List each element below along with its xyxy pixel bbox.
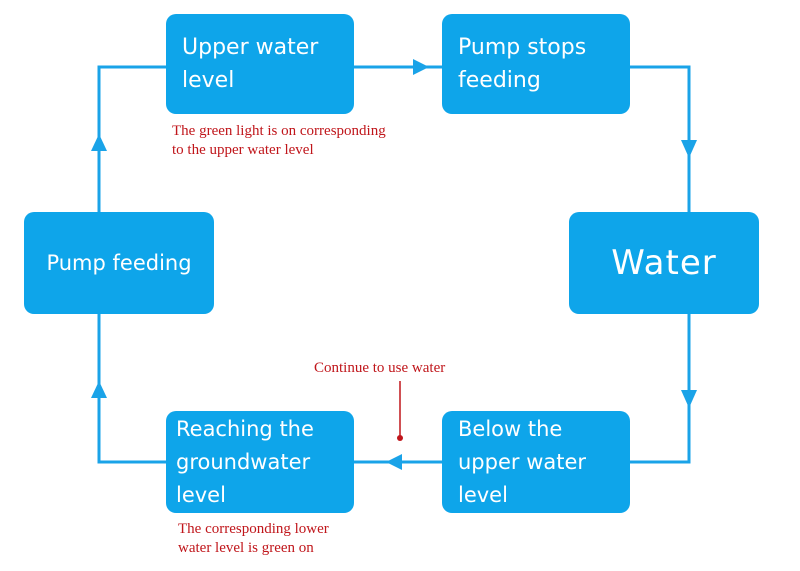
node-pump-stops-feeding-line-2: feeding	[458, 68, 541, 93]
node-pump-stops-feeding: Pump stops feeding	[442, 14, 630, 114]
node-reaching-line-3: level	[176, 482, 226, 507]
arrowhead-up-lower	[91, 381, 107, 398]
node-upper-water-level-line-2: level	[182, 68, 235, 93]
node-pump-stops-feeding-line-1: Pump stops	[458, 35, 587, 60]
node-upper-water-level: Upper water level	[166, 14, 354, 114]
node-below-line-2: upper water	[458, 449, 587, 474]
node-reaching-line-2: groundwater	[176, 449, 311, 474]
node-water-label: Water	[611, 243, 717, 283]
annotation-continue-line-1: Continue to use water	[314, 360, 446, 376]
node-upper-water-level-line-1: Upper water	[182, 35, 319, 60]
annotation-green-upper-line-1: The green light is on corresponding	[172, 123, 386, 139]
annotation-continue-use: Continue to use water	[314, 359, 514, 378]
continue-pointer-dot	[397, 435, 403, 441]
annotation-green-lower-line-1: The corresponding lower	[178, 521, 329, 537]
connector-reach-to-feeding	[97, 314, 166, 464]
node-pump-feeding-label: Pump feeding	[46, 251, 192, 275]
arrowhead-down-upper	[681, 140, 697, 158]
node-water: Water	[569, 212, 759, 314]
connector-water-to-below	[630, 314, 691, 464]
annotation-green-upper-line-2: to the upper water level	[172, 142, 314, 158]
annotation-green-lower-line-2: water level is green on	[178, 540, 314, 556]
connector-stops-to-water	[630, 65, 691, 212]
node-reaching-line-1: Reaching the	[176, 416, 314, 441]
node-below-line-3: level	[458, 482, 508, 507]
node-below-upper-water-level: Below the upper water level	[442, 411, 630, 513]
connector-feeding-to-upper	[97, 65, 166, 212]
node-below-line-1: Below the	[458, 416, 563, 441]
node-pump-feeding: Pump feeding	[24, 212, 214, 314]
arrowhead-down-lower	[681, 390, 697, 408]
arrowhead-left-bottom	[386, 454, 402, 470]
node-reaching-groundwater-level: Reaching the groundwater level	[166, 411, 354, 513]
arrowhead-up-upper	[91, 134, 107, 151]
arrowhead-right-top	[413, 59, 429, 75]
annotation-green-lower: The corresponding lower water level is g…	[178, 520, 408, 558]
annotation-green-upper: The green light is on corresponding to t…	[172, 122, 472, 160]
